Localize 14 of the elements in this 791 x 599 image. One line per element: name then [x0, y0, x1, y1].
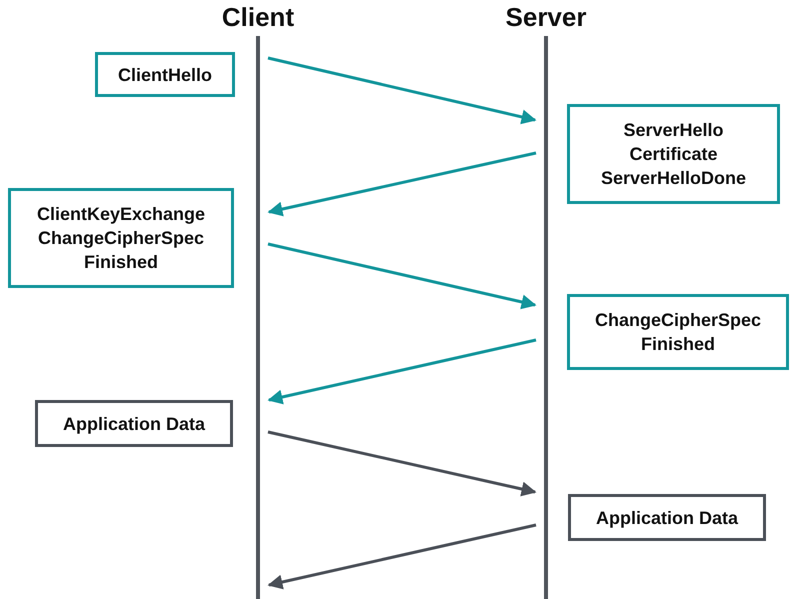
- arrow: [268, 152, 536, 216]
- arrow: [268, 56, 536, 124]
- message-box: Application Data: [35, 400, 233, 447]
- message-box: ClientHello: [95, 52, 235, 97]
- message-box: ServerHello Certificate ServerHelloDone: [567, 104, 780, 204]
- message-box: Application Data: [568, 494, 766, 541]
- participant-label: Client: [220, 2, 296, 33]
- arrow: [268, 338, 536, 404]
- arrow: [268, 430, 536, 496]
- arrow: [268, 242, 536, 310]
- arrow: [268, 524, 536, 590]
- participant-label: Server: [504, 2, 588, 33]
- message-box: ClientKeyExchange ChangeCipherSpec Finished: [8, 188, 234, 288]
- message-box: ChangeCipherSpec Finished: [567, 294, 789, 370]
